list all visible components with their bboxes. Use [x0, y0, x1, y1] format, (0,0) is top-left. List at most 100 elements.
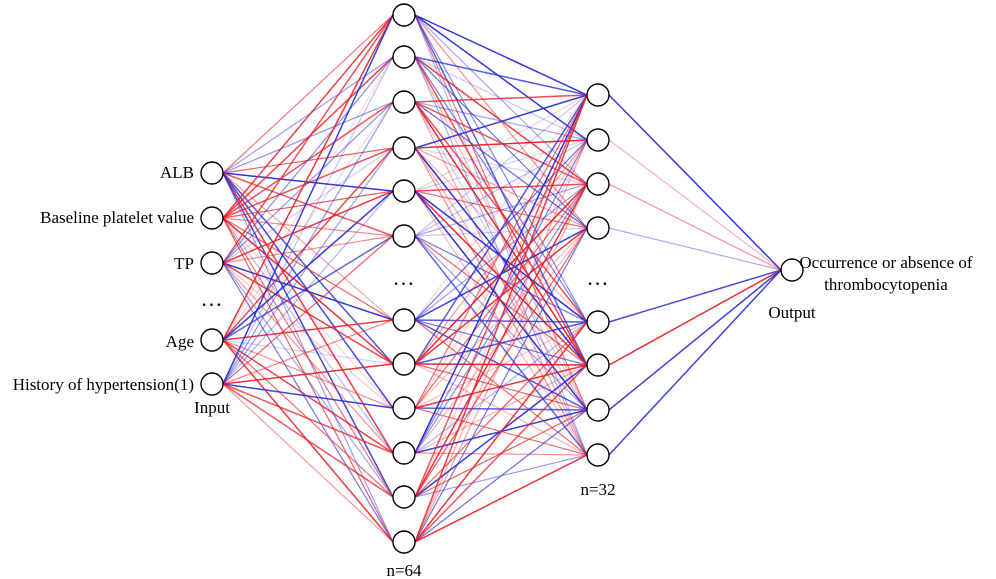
edge-hidden1-11-to-hidden2-1 — [414, 139, 588, 543]
input-node-3 — [200, 328, 224, 352]
edge-hidden1-5-to-hidden2-6 — [414, 235, 588, 411]
edge-hidden2-5-to-output-0 — [608, 269, 782, 366]
edge-input-2-to-hidden1-10 — [222, 262, 394, 498]
output-layer-caption: Output — [768, 303, 816, 322]
hidden-layer-2-caption: n=32 — [580, 480, 615, 499]
edge-hidden1-10-to-hidden2-3 — [414, 227, 588, 498]
edge-hidden1-8-to-hidden2-0 — [414, 94, 588, 409]
edge-input-2-to-hidden1-3 — [222, 147, 394, 264]
edge-input-1-to-hidden1-1 — [222, 56, 394, 219]
edge-hidden1-11-to-hidden2-2 — [414, 183, 588, 543]
edge-hidden1-5-to-hidden2-4 — [414, 235, 588, 323]
edge-hidden1-7-to-hidden2-0 — [414, 94, 588, 365]
hidden2-node-1 — [586, 128, 610, 152]
hidden1-node-9 — [392, 441, 416, 465]
hidden2-node-0 — [586, 83, 610, 107]
edge-input-0-to-hidden1-10 — [222, 172, 394, 498]
connection-lines — [222, 14, 782, 543]
edge-input-2-to-hidden1-6 — [222, 262, 394, 321]
input-ellipsis: … — [201, 286, 224, 311]
edge-input-4-to-hidden1-10 — [222, 383, 394, 498]
edge-hidden2-1-to-output-0 — [608, 139, 782, 271]
input-node-0 — [200, 161, 224, 185]
edge-input-0-to-hidden1-6 — [222, 172, 394, 321]
edge-input-4-to-hidden1-5 — [222, 235, 394, 385]
input-label-history-hypertension: History of hypertension(1) — [13, 375, 194, 394]
edge-hidden1-6-to-hidden2-0 — [414, 94, 588, 321]
edge-input-2-to-hidden1-7 — [222, 262, 394, 365]
hidden1-node-0 — [392, 3, 416, 27]
edge-input-2-to-hidden1-11 — [222, 262, 394, 543]
edge-hidden1-1-to-hidden2-0 — [414, 56, 588, 96]
input-node-1 — [200, 206, 224, 230]
edge-hidden1-3-to-hidden2-4 — [414, 147, 588, 323]
edge-input-2-to-hidden1-2 — [222, 101, 394, 264]
edge-hidden2-0-to-output-0 — [608, 94, 782, 271]
edge-hidden1-5-to-hidden2-7 — [414, 235, 588, 456]
input-label-tp: TP — [174, 254, 194, 273]
hidden1-node-5 — [392, 224, 416, 248]
edge-hidden1-2-to-hidden2-3 — [414, 101, 588, 229]
hidden2-node-4 — [586, 310, 610, 334]
input-layer-caption: Input — [194, 398, 230, 417]
edge-input-2-to-hidden1-4 — [222, 190, 394, 264]
output-label-line2: thrombocytopenia — [824, 275, 948, 294]
edge-hidden1-0-to-hidden2-2 — [414, 14, 588, 185]
edge-input-1-to-hidden1-6 — [222, 217, 394, 321]
edge-input-4-to-hidden1-1 — [222, 56, 394, 385]
edge-hidden1-7-to-hidden2-5 — [414, 363, 588, 366]
edge-hidden1-2-to-hidden2-0 — [414, 94, 588, 103]
edge-hidden1-5-to-hidden2-5 — [414, 235, 588, 366]
edge-hidden1-4-to-hidden2-0 — [414, 94, 588, 192]
hidden1-node-7 — [392, 352, 416, 376]
edge-hidden1-10-to-hidden2-2 — [414, 183, 588, 498]
hidden1-node-10 — [392, 485, 416, 509]
edge-input-0-to-hidden1-1 — [222, 56, 394, 174]
edge-input-0-to-hidden1-0 — [222, 14, 394, 174]
edge-hidden1-11-to-hidden2-7 — [414, 454, 588, 543]
edge-hidden1-11-to-hidden2-3 — [414, 227, 588, 543]
input-label-alb: ALB — [160, 163, 194, 182]
edge-input-4-to-hidden1-4 — [222, 190, 394, 385]
edge-input-1-to-hidden1-9 — [222, 217, 394, 454]
edge-hidden2-2-to-output-0 — [608, 183, 782, 271]
edge-hidden2-6-to-output-0 — [608, 269, 782, 411]
edge-hidden1-9-to-hidden2-0 — [414, 94, 588, 454]
edge-input-1-to-hidden1-4 — [222, 190, 394, 219]
edge-hidden1-4-to-hidden2-1 — [414, 139, 588, 192]
hidden-layer-2-ellipsis: … — [587, 265, 610, 290]
edge-input-3-to-hidden1-0 — [222, 14, 394, 341]
edge-input-4-to-hidden1-11 — [222, 383, 394, 543]
edge-hidden1-5-to-hidden2-0 — [414, 94, 588, 237]
edge-input-4-to-hidden1-8 — [222, 383, 394, 409]
network-nodes — [200, 3, 804, 554]
edge-hidden1-4-to-hidden2-5 — [414, 190, 588, 366]
edge-hidden1-4-to-hidden2-7 — [414, 190, 588, 456]
edge-input-2-to-hidden1-0 — [222, 14, 394, 264]
hidden1-node-2 — [392, 90, 416, 114]
edge-hidden1-4-to-hidden2-2 — [414, 183, 588, 192]
edge-input-4-to-hidden1-2 — [222, 101, 394, 385]
edge-input-4-to-hidden1-7 — [222, 363, 394, 385]
edge-hidden1-4-to-hidden2-4 — [414, 190, 588, 323]
hidden2-node-3 — [586, 216, 610, 240]
edge-input-2-to-hidden1-5 — [222, 235, 394, 264]
edge-hidden1-0-to-hidden2-4 — [414, 14, 588, 323]
edge-hidden2-4-to-output-0 — [608, 269, 782, 323]
edge-input-2-to-hidden1-9 — [222, 262, 394, 454]
edge-hidden1-11-to-hidden2-4 — [414, 321, 588, 543]
hidden1-node-1 — [392, 45, 416, 69]
hidden1-node-11 — [392, 530, 416, 554]
edge-hidden1-3-to-hidden2-1 — [414, 139, 588, 149]
edge-hidden2-7-to-output-0 — [608, 269, 782, 456]
input-label-baseline-platelet: Baseline platelet value — [40, 208, 194, 227]
edge-input-3-to-hidden1-2 — [222, 101, 394, 341]
edge-input-4-to-hidden1-9 — [222, 383, 394, 454]
hidden1-node-6 — [392, 308, 416, 332]
edge-hidden1-3-to-hidden2-0 — [414, 94, 588, 149]
input-label-age: Age — [166, 332, 194, 351]
edge-hidden1-11-to-hidden2-6 — [414, 409, 588, 543]
edge-input-4-to-hidden1-3 — [222, 147, 394, 385]
hidden2-node-7 — [586, 443, 610, 467]
